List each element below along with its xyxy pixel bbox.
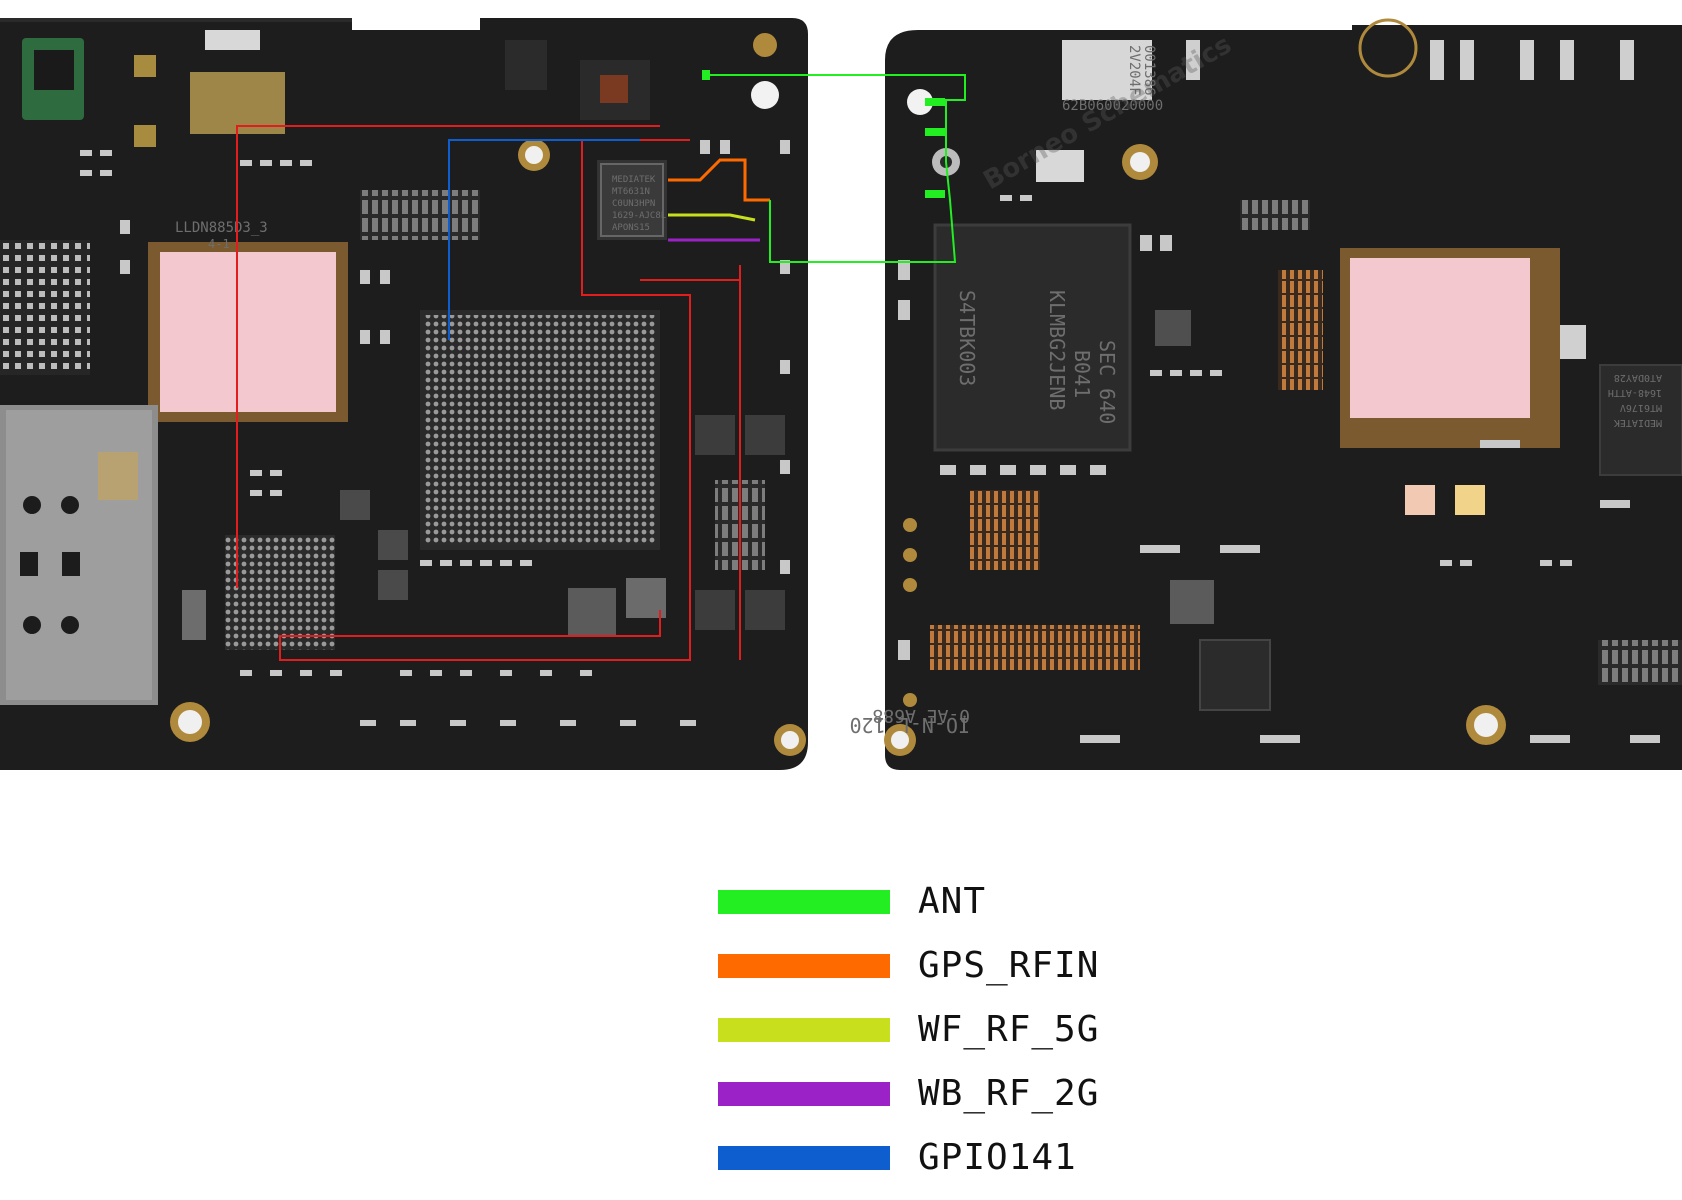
gpio141-trace <box>448 139 640 340</box>
legend-label-ant: ANT <box>918 881 987 922</box>
legend-item-wf-rf-5g: WF_RF_5G <box>718 1008 1218 1072</box>
legend-label-wb-rf-2g: WB_RF_2G <box>918 1073 1100 1114</box>
svg-text:62B060020000: 62B060020000 <box>1062 98 1163 114</box>
svg-text:1648-ATTH: 1648-ATTH <box>1608 387 1662 398</box>
bottom-silkscreen: IO-N-L 120 0-AE A688 <box>850 705 970 737</box>
left-silkscreen-label: LLDN885D3_3 <box>175 220 268 236</box>
qr-label-text: 2V204F 001386 62B060020000 <box>1062 45 1163 114</box>
svg-text:KLMBG2JENB: KLMBG2JENB <box>1045 290 1069 410</box>
legend-item-gps-rfin: GPS_RFIN <box>718 944 1218 1008</box>
legend-swatch-wb-rf-2g <box>718 1082 890 1106</box>
emmc-label: SEC 640 B041 KLMBG2JENB S4TBK003 <box>955 290 1119 424</box>
legend-item-ant: ANT <box>718 880 1218 944</box>
svg-text:B041: B041 <box>1070 350 1094 398</box>
legend-label-gps-rfin: GPS_RFIN <box>918 945 1100 986</box>
svg-text:MEDIATEK: MEDIATEK <box>1614 417 1662 428</box>
signal-legend: ANT GPS_RFIN WF_RF_5G WB_RF_2G GPIO141 <box>718 880 1218 1200</box>
svg-text:AT0DAY28: AT0DAY28 <box>1614 372 1662 383</box>
legend-swatch-wf-rf-5g <box>718 1018 890 1042</box>
legend-label-gpio141: GPIO141 <box>918 1137 1077 1178</box>
svg-text:SEC 640: SEC 640 <box>1095 340 1119 424</box>
regulator-label: AAF8SR <box>184 606 192 632</box>
legend-item-gpio141: GPIO141 <box>718 1136 1218 1200</box>
legend-item-wb-rf-2g: WB_RF_2G <box>718 1072 1218 1136</box>
wf-rf-5g-trace <box>668 213 756 222</box>
left-silkscreen-sublabel: 4-1 <box>208 237 230 251</box>
gps-rfin-trace <box>668 158 770 202</box>
legend-swatch-gpio141 <box>718 1146 890 1170</box>
ant-pad-marker <box>925 98 945 106</box>
svg-text:001386: 001386 <box>1141 45 1157 96</box>
red-power-traces <box>236 125 741 661</box>
ant-pad-marker <box>702 70 710 80</box>
svg-text:2V204F: 2V204F <box>1126 45 1142 96</box>
ant-pad-marker <box>925 128 945 136</box>
legend-swatch-gps-rfin <box>718 954 890 978</box>
wifi-chip-label: MEDIATEK MT6631N C0UN3HPN 1629-AJC8L APO… <box>612 175 666 233</box>
legend-label-wf-rf-5g: WF_RF_5G <box>918 1009 1100 1050</box>
left-board: LLDN885D3_3 4-1 AAF8SR MEDIATEK MT6631N … <box>0 18 808 770</box>
ant-trace <box>705 74 966 263</box>
svg-text:MEDIATEK: MEDIATEK <box>612 175 656 185</box>
svg-text:0-AE A688: 0-AE A688 <box>872 705 970 726</box>
svg-text:APONS15: APONS15 <box>612 223 650 233</box>
svg-text:MT6176V: MT6176V <box>1620 402 1662 413</box>
right-board: 2V204F 001386 62B060020000 SEC 640 B041 … <box>850 18 1682 770</box>
pmic-chip-label: MEDIATEK MT6176V 1648-ATTH AT0DAY28 <box>1608 372 1662 428</box>
ant-pad-marker <box>925 190 945 198</box>
svg-text:IO-N-L 120: IO-N-L 120 <box>850 713 970 737</box>
svg-text:1629-AJC8L: 1629-AJC8L <box>612 211 666 221</box>
svg-text:C0UN3HPN: C0UN3HPN <box>612 199 655 209</box>
svg-text:MT6631N: MT6631N <box>612 187 650 197</box>
svg-text:S4TBK003: S4TBK003 <box>955 290 979 386</box>
legend-swatch-ant <box>718 890 890 914</box>
